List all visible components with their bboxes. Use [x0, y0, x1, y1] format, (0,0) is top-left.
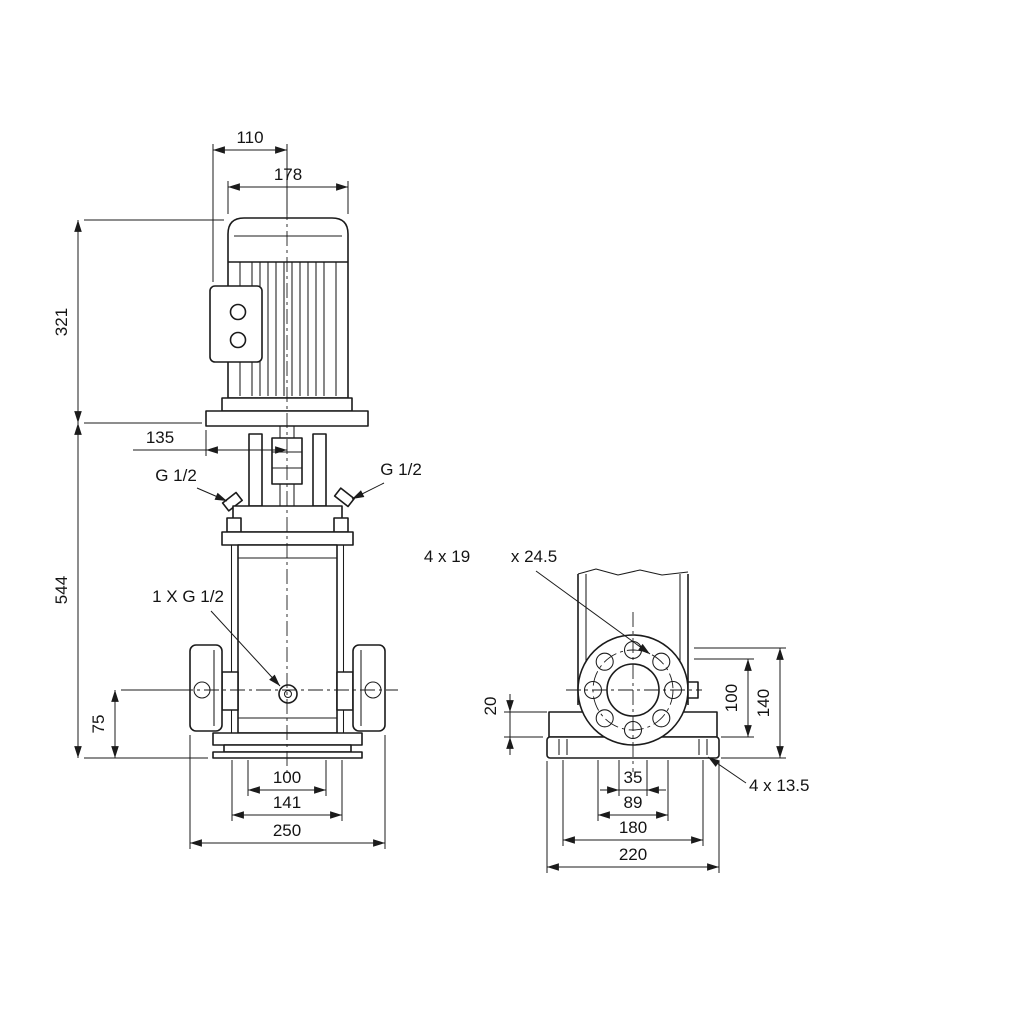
label-base-holes: 4 x 13.5 — [707, 756, 810, 795]
dim-20: 20 — [481, 694, 547, 755]
dim-35-label: 35 — [624, 768, 643, 787]
drain-plug — [278, 684, 298, 704]
dim-110: 110 — [212, 128, 288, 282]
cable-gland-bottom — [229, 331, 247, 349]
motor — [205, 217, 369, 427]
centerlines — [178, 205, 702, 775]
sleeve — [237, 544, 338, 734]
dim-178-label: 178 — [274, 165, 302, 184]
terminal-box — [209, 285, 263, 363]
dim-141-label: 141 — [273, 793, 301, 812]
dim-180-label: 180 — [619, 818, 647, 837]
flange-holes-count-label: 4 x 19 — [424, 547, 470, 566]
g12-right-label: G 1/2 — [380, 460, 422, 479]
label-g12-right: G 1/2 — [351, 460, 422, 500]
dim-100-front: 100 — [247, 760, 327, 796]
dim-110-label: 110 — [236, 128, 263, 147]
dim-89: 89 — [597, 760, 669, 821]
bolt-hole — [595, 652, 614, 671]
bolt-hole — [595, 709, 614, 728]
dim-135: 135 — [133, 428, 287, 456]
dim-89-label: 89 — [624, 793, 643, 812]
dim-75-label: 75 — [89, 715, 108, 734]
base-top — [212, 732, 363, 746]
label-g12-left: G 1/2 — [155, 466, 228, 502]
pump-head — [232, 505, 343, 533]
dim-220: 220 — [546, 761, 720, 873]
dim-75: 75 — [89, 689, 184, 758]
bolt-hole — [652, 709, 671, 728]
dim-140: 140 — [694, 647, 786, 759]
dim-135-label: 135 — [146, 428, 174, 447]
dim-250-label: 250 — [273, 821, 301, 840]
g12-left-label: G 1/2 — [155, 466, 197, 485]
dim-544-label: 544 — [52, 576, 71, 604]
dim-180: 180 — [562, 760, 704, 846]
front-view — [189, 217, 386, 759]
label-flange-holes: 4 x 19 x 24.5 — [424, 547, 651, 655]
dim-140-label: 140 — [754, 689, 773, 717]
label-drain-plug: 1 X G 1/2 — [152, 587, 281, 687]
dim-100-front-label: 100 — [273, 768, 301, 787]
base-mid — [223, 744, 352, 753]
head-flange — [221, 531, 354, 546]
cable-gland-top — [229, 303, 247, 321]
dim-321-label: 321 — [52, 308, 71, 336]
drain-plug-label: 1 X G 1/2 — [152, 587, 224, 606]
dim-220-label: 220 — [619, 845, 647, 864]
vent-plug-right — [333, 487, 355, 508]
dim-20-label: 20 — [481, 697, 500, 716]
dim-100-side-label: 100 — [722, 684, 741, 712]
discharge-flange — [352, 644, 386, 732]
base-holes-label: 4 x 13.5 — [749, 776, 810, 795]
coupling-head — [221, 426, 355, 546]
dim-544: 544 — [52, 423, 208, 759]
dim-141: 141 — [231, 760, 343, 821]
dim-100-side: 100 — [694, 658, 754, 738]
dim-35: 35 — [600, 760, 666, 796]
flange-holes-depth-label: x 24.5 — [511, 547, 557, 566]
suction-flange — [189, 644, 223, 732]
dimensions: 110 178 321 544 75 135 — [52, 128, 810, 873]
bolt-hole — [652, 652, 671, 671]
dim-178: 178 — [227, 165, 349, 214]
dim-321: 321 — [52, 219, 224, 424]
pump-body — [189, 544, 386, 759]
dim-250: 250 — [189, 735, 386, 849]
base-bottom — [212, 751, 363, 759]
